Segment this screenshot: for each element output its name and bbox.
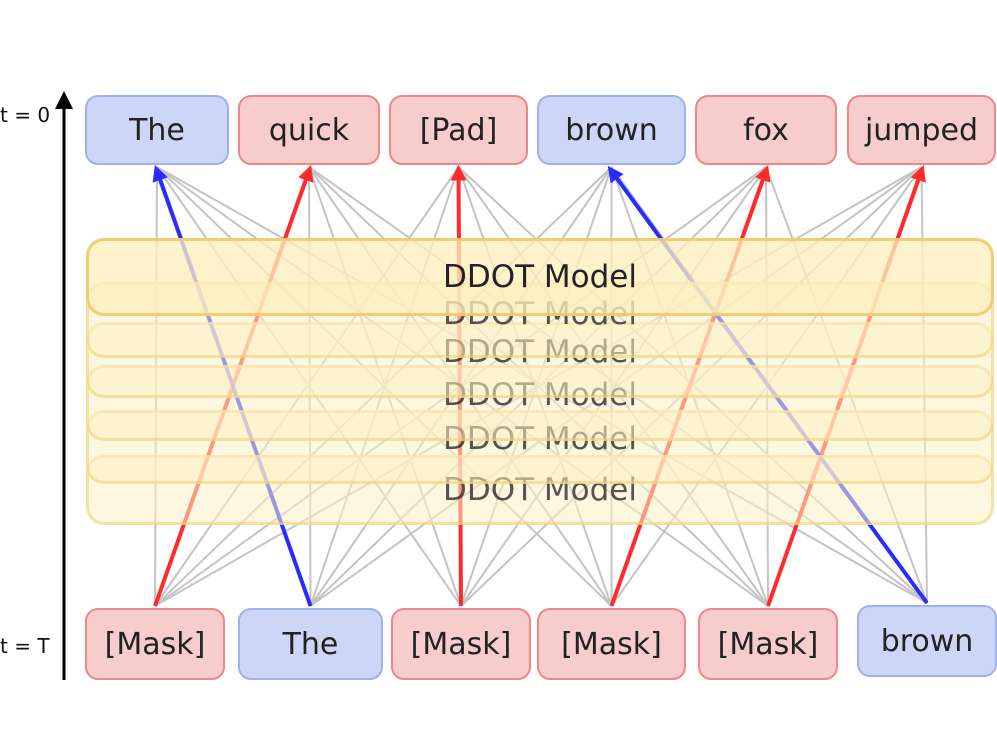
- top-token-the: The: [85, 95, 229, 165]
- model-layer-1: DDOT Model: [86, 238, 994, 316]
- top-token-quick: quick: [238, 95, 380, 165]
- axis-label-tT: t = T: [0, 634, 50, 658]
- bottom-token-mask-1: [Mask]: [85, 608, 225, 680]
- top-token-fox: fox: [695, 95, 837, 165]
- axis-label-t0: t = 0: [0, 103, 51, 127]
- bottom-token-brown: brown: [857, 605, 997, 677]
- bottom-token-the: The: [238, 608, 383, 680]
- top-token-jumped: jumped: [847, 95, 996, 165]
- bottom-token-mask-2: [Mask]: [391, 608, 531, 680]
- top-token-brown: brown: [537, 95, 686, 165]
- top-token-pad: [Pad]: [389, 95, 528, 165]
- bottom-token-mask-4: [Mask]: [698, 608, 838, 680]
- bottom-token-mask-3: [Mask]: [537, 608, 686, 680]
